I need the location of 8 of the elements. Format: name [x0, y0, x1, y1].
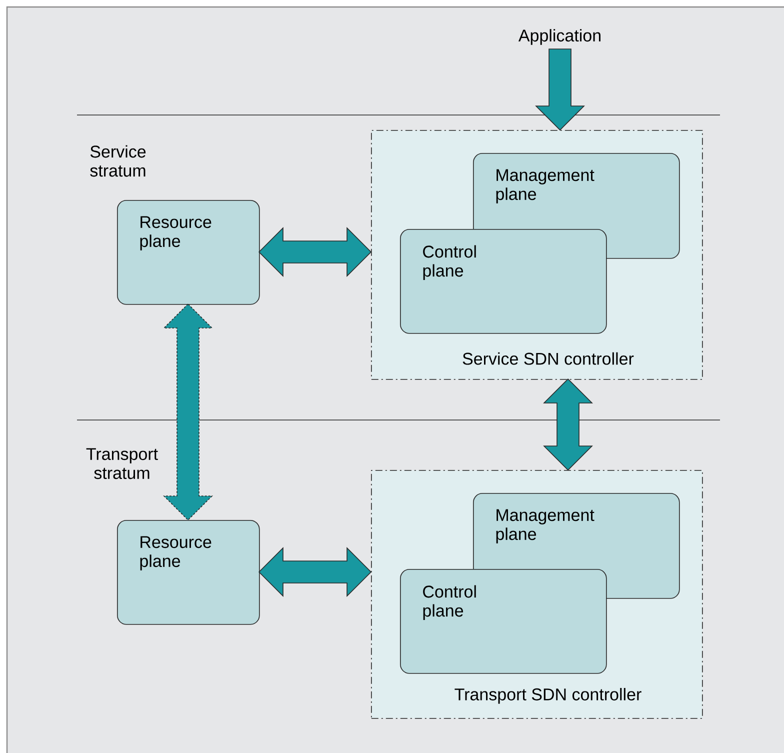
text-label: Application — [518, 29, 600, 45]
plane-box: Control plane — [400, 229, 607, 334]
stratum-label: Transport stratum — [86, 448, 158, 480]
plane-box: Resource plane — [117, 200, 260, 305]
plane-box: Control plane — [400, 569, 607, 674]
plane-box: Resource plane — [117, 520, 260, 625]
arrow — [535, 48, 585, 131]
stratum-label: Service stratum — [90, 145, 146, 177]
